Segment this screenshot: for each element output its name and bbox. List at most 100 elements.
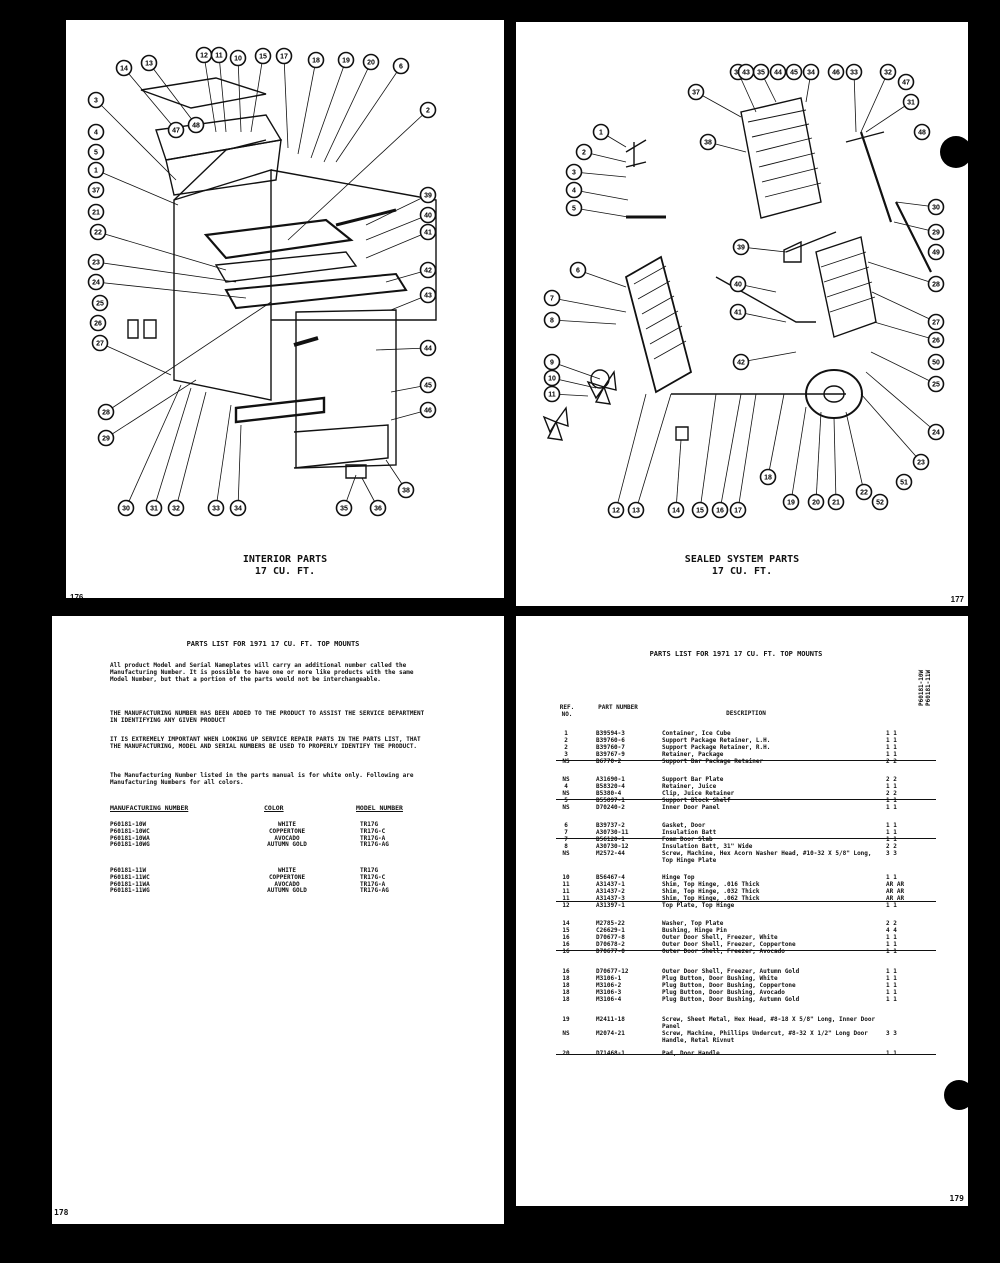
ref-no-cell: 6 <box>564 822 568 829</box>
ref-no-cell: 18 <box>562 975 570 982</box>
description-cell: Insulation Batt <box>662 829 717 836</box>
quantity-cell: 1 1 <box>886 797 897 804</box>
quantity-cell: 1 1 <box>886 948 897 955</box>
mfg-group-1: P60181-10W P60181-10WC P60181-10WA P6018… <box>110 821 150 849</box>
mfg-group-2: P60181-11W P60181-11WC P60181-11WA P6018… <box>110 867 150 895</box>
description-cell: Bushing, Hinge Pin <box>662 927 728 934</box>
callout-number: 23 <box>917 460 925 467</box>
callout-circle <box>927 423 945 441</box>
ref-no-cell: 7 <box>564 836 568 843</box>
part-number-cell: D70677-0 <box>596 948 625 955</box>
callout-circle <box>927 275 945 293</box>
description-cell: Hinge Top <box>662 874 695 881</box>
quantity-cell: 1 1 <box>886 751 897 758</box>
quantity-cell: 1 1 <box>886 744 897 751</box>
quantity-cell: 2 2 <box>886 790 897 797</box>
description-cell: Plug Button, Door Bushing, White <box>662 975 778 982</box>
quantity-cell: 1 1 <box>886 829 897 836</box>
part-number-cell: A30730-11 <box>596 829 629 836</box>
part-number-cell: A31437-2 <box>596 888 625 895</box>
callout-circle <box>392 57 410 75</box>
callout-circle <box>91 334 109 352</box>
page-title: PARTS LIST FOR 1971 17 CU. FT. TOP MOUNT… <box>649 650 823 658</box>
callout-circle <box>419 401 437 419</box>
callout-circle <box>807 493 825 511</box>
callout-number: 19 <box>787 500 795 507</box>
description-cell: Foam Door Slab <box>662 836 713 843</box>
callout-number: 31 <box>150 506 158 513</box>
description-cell: Insulation Batt, 31" Wide <box>662 843 753 850</box>
part-number-cell: D70677-12 <box>596 968 629 975</box>
description-cell: Screw, Machine, Phillips Undercut, #8-32… <box>662 1030 868 1044</box>
callout-circle <box>89 314 107 332</box>
callout-circle <box>871 493 889 511</box>
callout-number: 25 <box>96 301 104 308</box>
part-number-cell: M2785-22 <box>596 920 625 927</box>
callout-number: 47 <box>172 128 180 135</box>
callout-number: 14 <box>672 508 680 515</box>
ref-no-header: REF. NO. <box>559 704 575 718</box>
callout-circle <box>927 331 945 349</box>
model-number: TR17G-AG <box>360 841 389 849</box>
color-name: AVOCADO <box>274 880 300 888</box>
model-number: TR17G-C <box>360 873 386 881</box>
part-number-cell: A31690-1 <box>596 776 625 783</box>
caption-line-1: SEALED SYSTEM PARTS <box>684 554 800 565</box>
callout-circle <box>419 206 437 224</box>
part-number-cell: C26629-1 <box>596 927 625 934</box>
callout-number: 39 <box>424 193 432 200</box>
callout-number: 42 <box>737 360 745 367</box>
description-cell: Outer Door Shell, Freezer, White <box>662 934 778 941</box>
callout-circle <box>927 223 945 241</box>
callout-circle <box>117 499 135 517</box>
caption-line-1: INTERIOR PARTS <box>242 554 328 565</box>
callout-number: 22 <box>94 230 102 237</box>
quantity-cell: 4 4 <box>886 927 897 934</box>
model-group-2: TR17G TR17G-C TR17G-A TR17G-AG <box>360 867 389 895</box>
ref-no-cell: 5 <box>564 797 568 804</box>
model-number: TR17G-A <box>360 834 386 842</box>
part-number-cell: B58320-4 <box>596 783 625 790</box>
callout-number: 2 <box>426 108 430 115</box>
callout-circle <box>687 83 705 101</box>
callout-circle <box>229 49 247 67</box>
callout-circle <box>782 493 800 511</box>
color-group-2: WHITE COPPERTONE AVOCADO AUTUMN GOLD <box>252 867 322 895</box>
description-cell: Screw, Machine, Hex Acorn Washer Head, #… <box>662 850 872 864</box>
callout-circle <box>419 286 437 304</box>
callout-circle <box>627 501 645 519</box>
callout-number: 21 <box>832 500 840 507</box>
description-cell: Support Package Retainer, L.H. <box>662 737 771 744</box>
callout-number: 29 <box>102 436 110 443</box>
description-cell: Retainer, Package <box>662 751 724 758</box>
callout-number: 38 <box>402 488 410 495</box>
description-cell: Plug Button, Door Bushing, Autumn Gold <box>662 996 800 1003</box>
intro-paragraph-3: IT IS EXTREMELY IMPORTANT WHEN LOOKING U… <box>110 736 421 750</box>
callout-circle <box>759 468 777 486</box>
callout-circle <box>254 47 272 65</box>
part-number-cell: B39767-9 <box>596 751 625 758</box>
part-number-cell: M3106-3 <box>596 989 622 996</box>
color-name: AUTUMN GOLD <box>267 887 307 895</box>
quantity-cell: 2 2 <box>886 758 897 765</box>
callout-circle <box>115 59 133 77</box>
callout-number: 15 <box>259 54 267 61</box>
table-row: 20D71468-1Pad, Door Handle1 1 <box>556 1050 936 1057</box>
figure-caption: SEALED SYSTEM PARTS 17 CU. FT. <box>516 554 968 578</box>
ref-no-cell: 4 <box>564 783 568 790</box>
callout-number: 34 <box>234 506 242 513</box>
quantity-cell: 1 1 <box>886 902 897 909</box>
callout-number: 26 <box>932 338 940 345</box>
callout-circle <box>902 93 920 111</box>
callout-circle <box>592 123 610 141</box>
ref-no-cell: 16 <box>562 948 570 955</box>
